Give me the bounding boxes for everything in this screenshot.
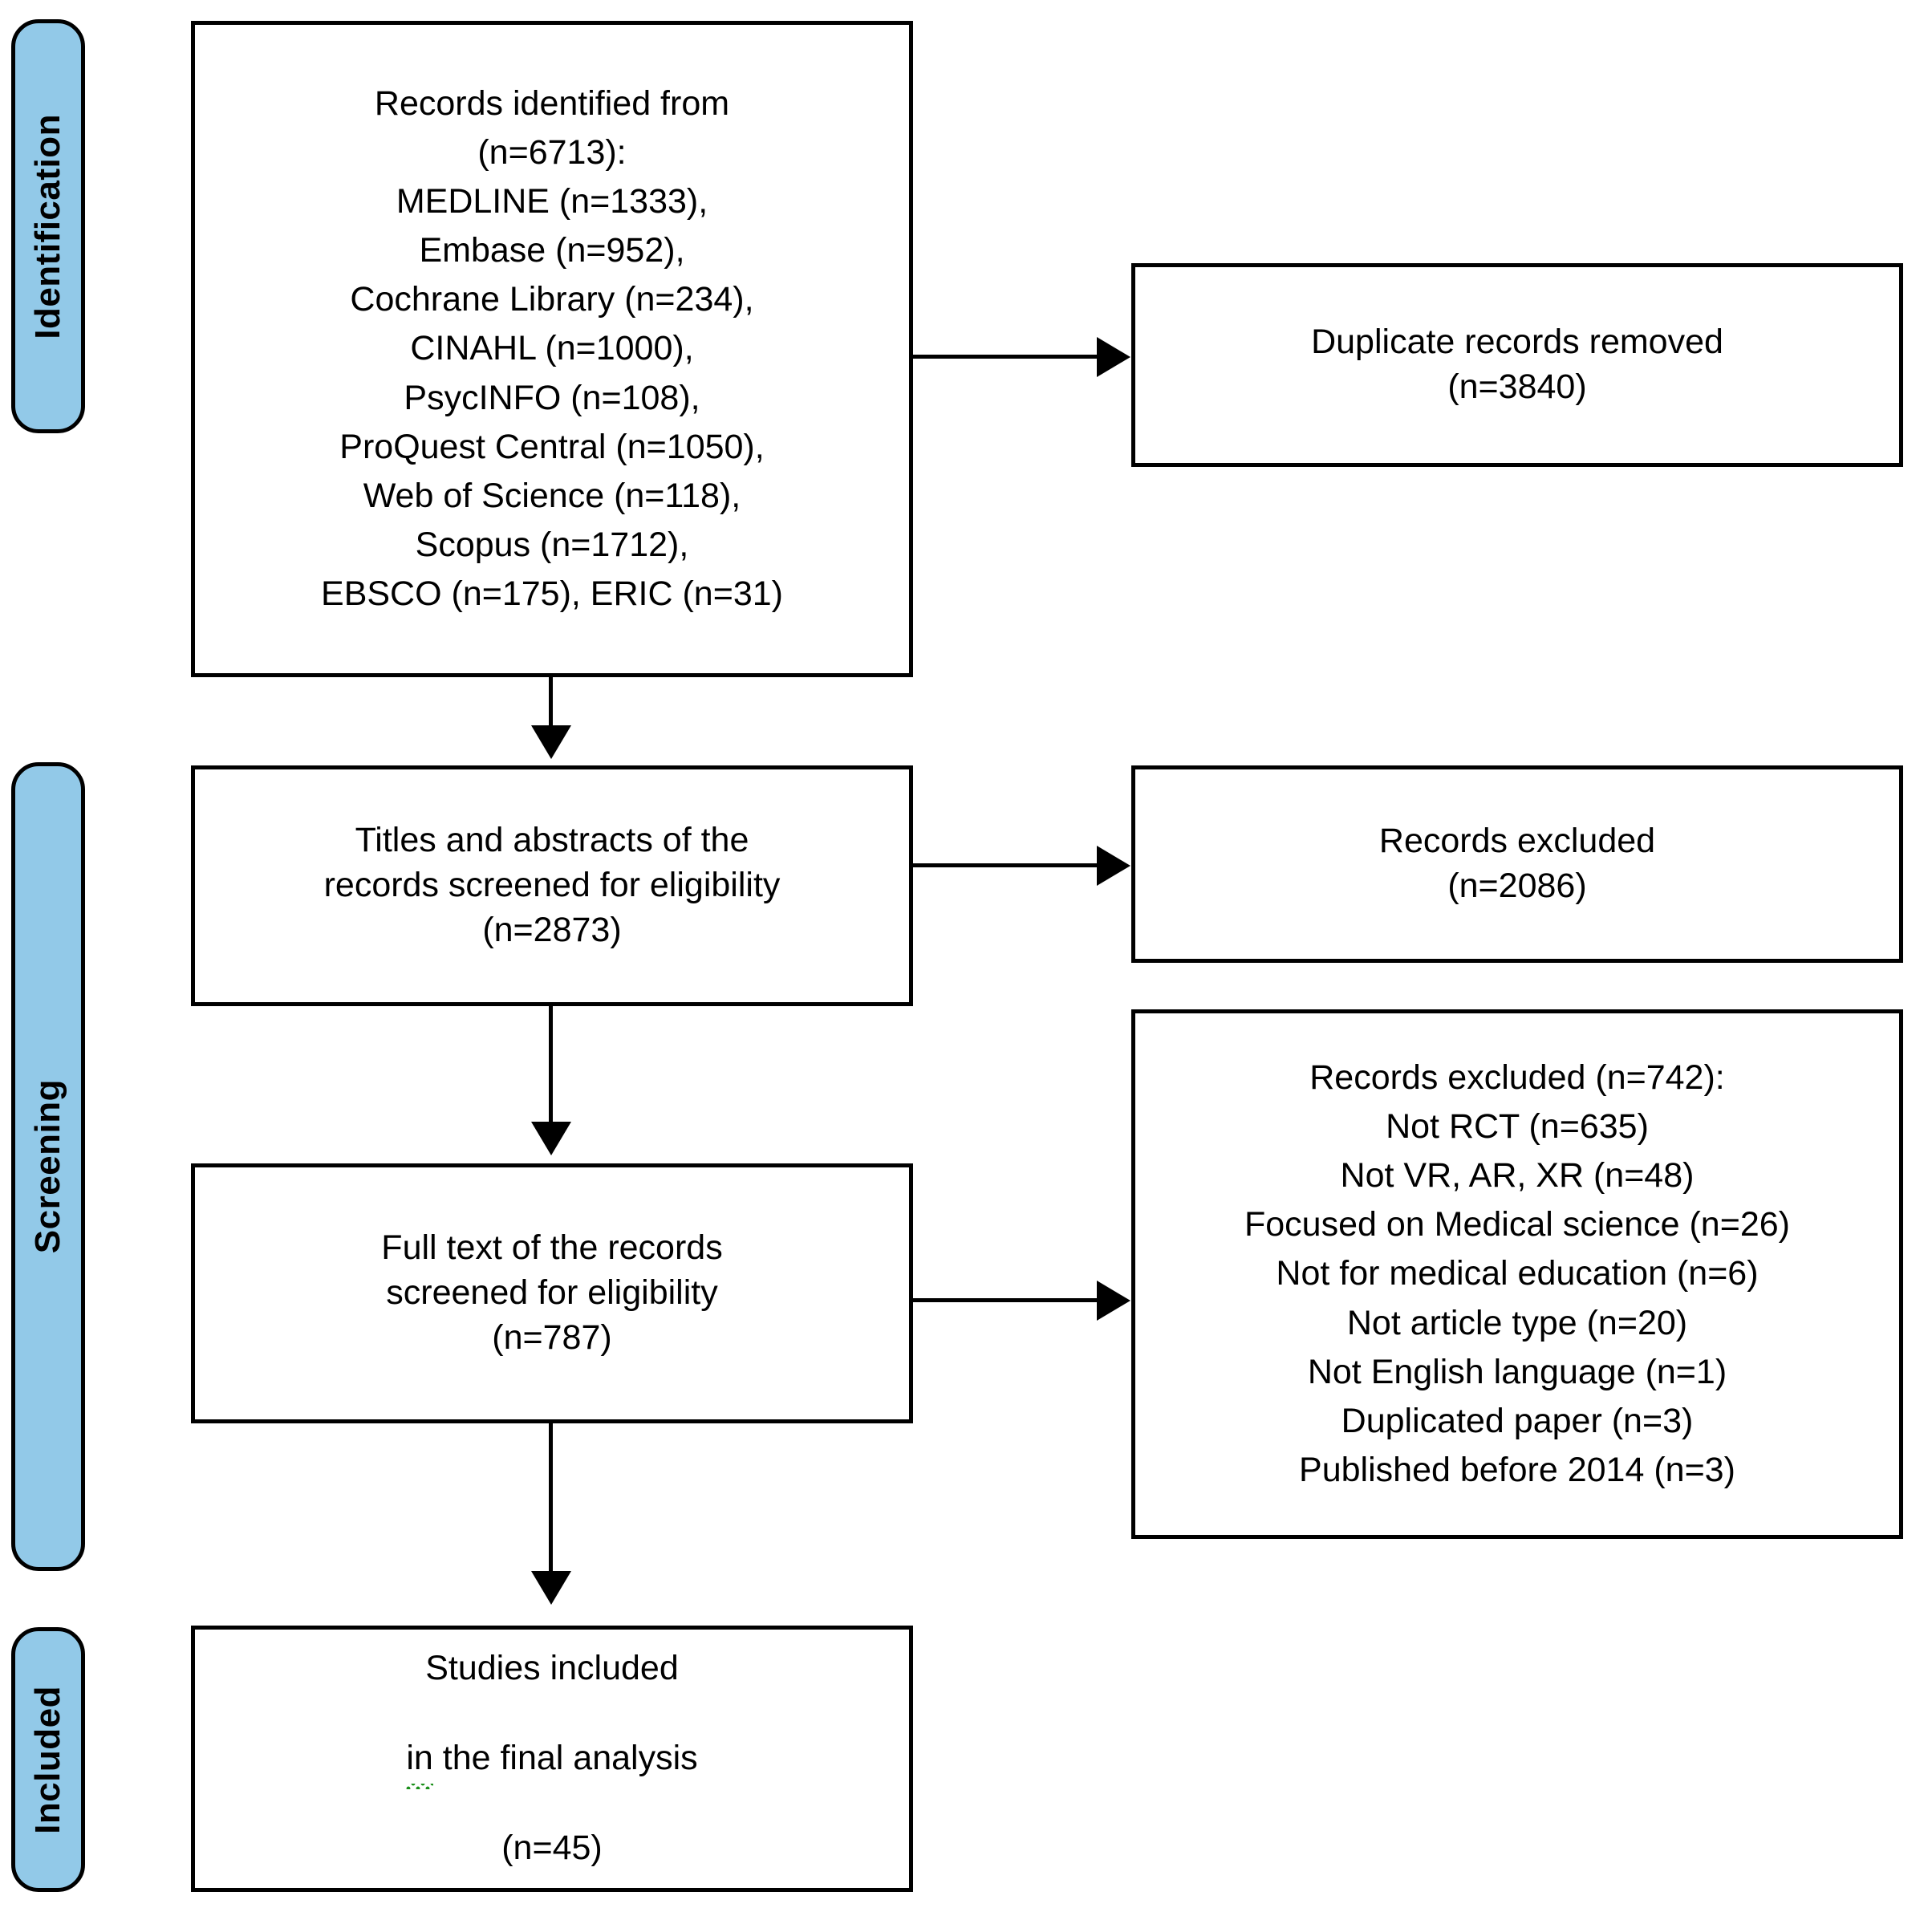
connector-identified-to-duplicates xyxy=(911,355,1097,359)
studies-included-line-3: (n=45) xyxy=(501,1828,603,1867)
connector-screened-to-fulltext xyxy=(549,1003,553,1125)
connector-identified-to-screened xyxy=(549,674,553,729)
phase-label-identification: Identification xyxy=(28,113,67,339)
connector-fulltext-to-excluded xyxy=(911,1298,1097,1302)
phase-label-included: Included xyxy=(28,1685,67,1834)
arrow-screened-to-excluded xyxy=(1097,846,1130,886)
box-records-excluded-screening: Records excluded (n=2086) xyxy=(1131,765,1903,963)
connector-screened-to-excluded xyxy=(911,863,1097,867)
box-records-excluded-fulltext: Records excluded (n=742): Not RCT (n=635… xyxy=(1131,1009,1903,1539)
box-studies-included-text: Studies included in the final analysis (… xyxy=(395,1601,708,1912)
box-titles-abstracts-screened: Titles and abstracts of the records scre… xyxy=(191,765,913,1006)
box-fulltext-screened-text: Full text of the records screened for el… xyxy=(381,1228,723,1357)
phase-bar-identification: Identification xyxy=(11,19,85,433)
studies-included-line-2-rest: the final analysis xyxy=(432,1739,698,1778)
box-records-excluded-screening-text: Records excluded (n=2086) xyxy=(1378,822,1656,905)
box-duplicate-records-removed-text: Duplicate records removed (n=3840) xyxy=(1311,323,1723,406)
box-records-excluded-fulltext-text: Records excluded (n=742): Not RCT (n=635… xyxy=(1244,1058,1790,1489)
phase-label-screening: Screening xyxy=(28,1079,67,1254)
box-records-identified-text: Records identified from (n=6713): MEDLIN… xyxy=(321,84,783,613)
arrow-identified-to-duplicates xyxy=(1097,337,1130,377)
box-studies-included: Studies included in the final analysis (… xyxy=(191,1626,913,1892)
box-records-identified: Records identified from (n=6713): MEDLIN… xyxy=(191,21,913,677)
box-fulltext-screened: Full text of the records screened for el… xyxy=(191,1163,913,1423)
studies-included-line-1: Studies included xyxy=(425,1649,679,1688)
studies-included-line-2: in the final analysis xyxy=(406,1736,698,1789)
arrow-fulltext-to-included xyxy=(531,1571,571,1605)
phase-bar-screening: Screening xyxy=(11,762,85,1571)
arrow-screened-to-fulltext xyxy=(531,1122,571,1155)
box-duplicate-records-removed: Duplicate records removed (n=3840) xyxy=(1131,263,1903,467)
arrow-identified-to-screened xyxy=(531,725,571,759)
box-titles-abstracts-screened-text: Titles and abstracts of the records scre… xyxy=(323,821,781,949)
studies-included-flagged-word: in xyxy=(406,1736,434,1789)
connector-fulltext-to-included xyxy=(549,1420,553,1574)
arrow-fulltext-to-excluded xyxy=(1097,1281,1130,1321)
phase-bar-included: Included xyxy=(11,1627,85,1892)
